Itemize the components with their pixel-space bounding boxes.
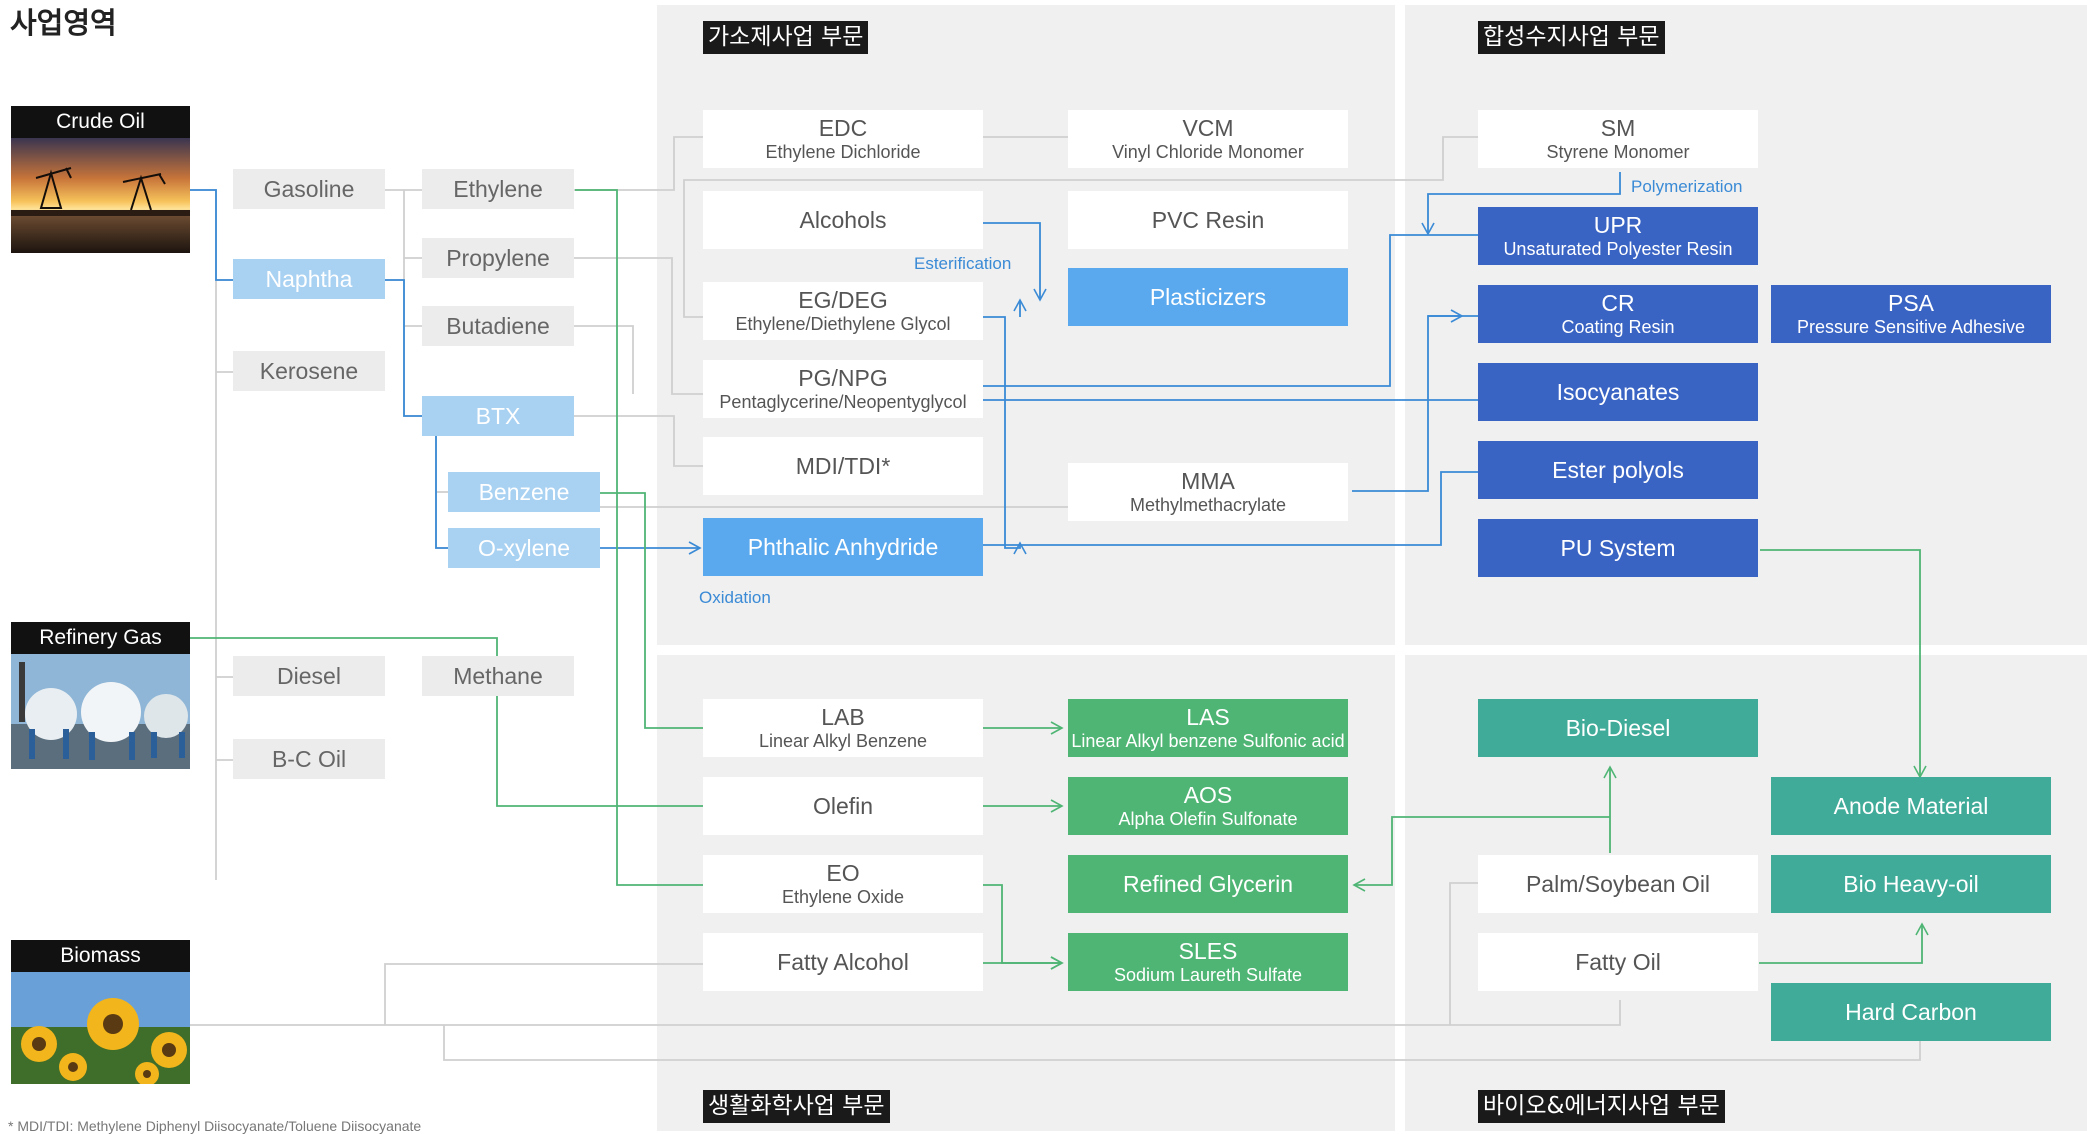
box-bc-oil: B-C Oil [233,739,385,779]
box-benzene: Benzene [448,472,600,512]
box-oxylene: O-xylene [448,528,600,568]
box-pu-system: PU System [1478,519,1758,577]
box-palm-soybean-oil: Palm/Soybean Oil [1478,855,1758,913]
source-label-biomass: Biomass [11,940,190,972]
box-gasoline: Gasoline [233,169,385,209]
label-polymerization: Polymerization [1631,177,1743,196]
box-propylene: Propylene [422,238,574,278]
crude-oil-image [11,138,190,253]
box-ester-polyols: Ester polyols [1478,441,1758,499]
section-label-resin: 합성수지사업 부문 [1478,21,1665,54]
box-olefin: Olefin [703,777,983,835]
box-isocyanates: Isocyanates [1478,363,1758,421]
box-pvc-resin: PVC Resin [1068,191,1348,249]
box-btx: BTX [422,396,574,436]
box-ethylene: Ethylene [422,169,574,209]
box-kerosene: Kerosene [233,351,385,391]
box-fatty-oil: Fatty Oil [1478,933,1758,991]
box-butadiene: Butadiene [422,306,574,346]
section-label-household: 생활화학사업 부문 [703,1090,890,1123]
biomass-image [11,972,190,1084]
box-phthalic-anhydride: Phthalic Anhydride [703,518,983,576]
label-esterification: Esterification [914,254,1012,273]
box-refined-glycerin: Refined Glycerin [1068,855,1348,913]
source-label-refinery-gas: Refinery Gas [11,622,190,654]
label-oxidation: Oxidation [699,588,771,607]
box-mdi-tdi: MDI/TDI* [703,437,983,495]
page-title: 사업영역 [10,6,117,40]
footnote: * MDI/TDI: Methylene Diphenyl Diisocyana… [8,1118,422,1134]
box-plasticizers: Plasticizers [1068,268,1348,326]
box-naphtha: Naphtha [233,259,385,299]
box-hard-carbon: Hard Carbon [1771,983,2051,1041]
box-alcohols: Alcohols [703,191,983,249]
box-fatty-alcohol: Fatty Alcohol [703,933,983,991]
section-label-bio: 바이오&에너지사업 부문 [1478,1090,1725,1123]
box-methane: Methane [422,656,574,696]
box-bio-diesel: Bio-Diesel [1478,699,1758,757]
refinery-gas-image [11,654,190,769]
source-label-crude-oil: Crude Oil [11,106,190,138]
section-label-gas: 가소제사업 부문 [703,21,869,54]
box-bio-heavy-oil: Bio Heavy-oil [1771,855,2051,913]
box-anode-material: Anode Material [1771,777,2051,835]
box-diesel: Diesel [233,656,385,696]
